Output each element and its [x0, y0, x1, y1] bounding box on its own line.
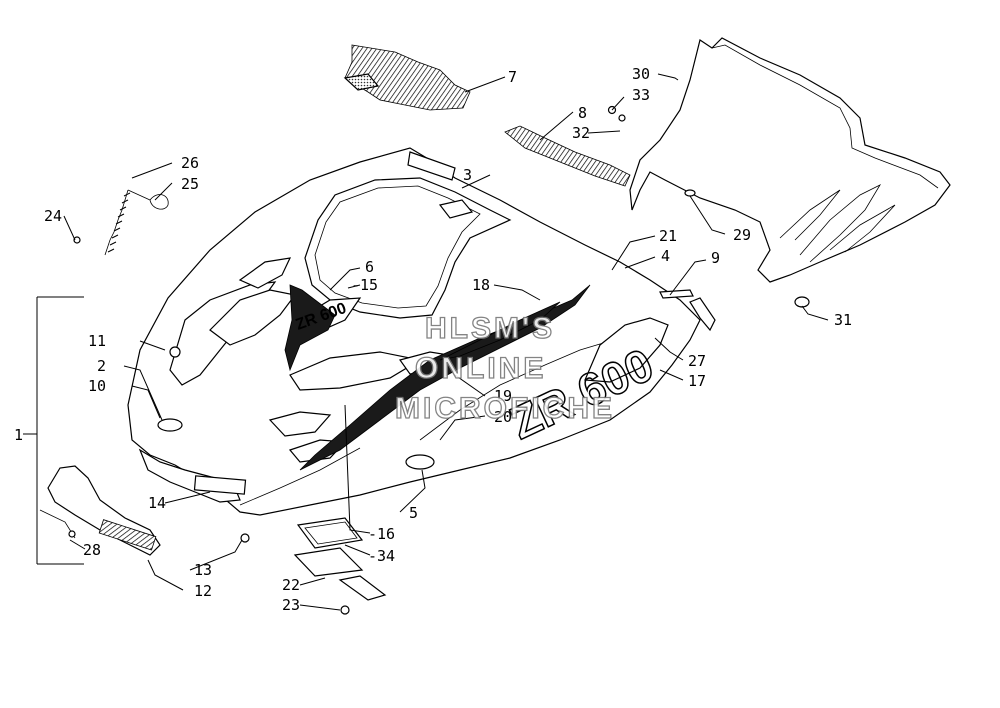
label-2: 2 [97, 357, 106, 375]
spring-parts-24-26 [104, 189, 169, 256]
label-21: 21 [659, 227, 677, 245]
label-7: 7 [508, 68, 517, 86]
label-5: 5 [409, 504, 418, 522]
label-22: 22 [282, 576, 300, 594]
label-6: 6 [365, 258, 374, 276]
watermark: HLSM'S ONLINE MICROFICHE [394, 311, 615, 425]
label-1: 1 [14, 426, 23, 444]
pad-part-22 [293, 547, 387, 601]
watermark-line-3: MICROFICHE [395, 392, 615, 425]
label-20: 20 [494, 408, 512, 426]
label-3: 3 [463, 166, 472, 184]
label-8: 8 [578, 104, 587, 122]
label-26: 26 [181, 154, 199, 172]
label-10: 10 [88, 377, 106, 395]
label-31: 31 [834, 311, 852, 329]
rivet-part-28 [39, 509, 76, 539]
label-25: 25 [181, 175, 199, 193]
label-12: 12 [194, 582, 212, 600]
label-11: 11 [88, 332, 106, 350]
windshield-part-30 [629, 37, 951, 283]
label-19: 19 [494, 387, 512, 405]
hood-vent-part-3 [407, 151, 474, 219]
label-33: 33 [632, 86, 650, 104]
label-18: 18 [472, 276, 490, 294]
watermark-line-2: ONLINE [415, 352, 546, 385]
pad-part-34 [296, 517, 364, 549]
label-30: 30 [632, 65, 650, 83]
decal-part-7 [343, 44, 471, 111]
label-15: -15 [351, 276, 378, 294]
watermark-line-1: HLSM'S [425, 312, 555, 345]
label-32: 32 [572, 124, 590, 142]
label-28: 28 [83, 541, 101, 559]
label-13: 13 [194, 561, 212, 579]
label-4: 4 [661, 247, 670, 265]
label-24: 24 [44, 207, 62, 225]
label-23: 23 [282, 596, 300, 614]
vent-strip-part-8 [504, 125, 631, 187]
small-parts [73, 105, 810, 615]
label-16: -16 [368, 525, 395, 543]
label-34: -34 [368, 547, 395, 565]
trim-part-12 [47, 465, 161, 556]
label-17: 17 [688, 372, 706, 390]
label-14: 14 [148, 494, 166, 512]
label-27: 27 [688, 352, 706, 370]
hood-part-1: ZR 600 ZR 600 [127, 147, 701, 516]
part-labels: 1 2 3 4 5 6 7 8 9 10 11 12 13 14 -15 -16… [14, 65, 852, 614]
leader-lines [23, 73, 829, 611]
label-29: 29 [733, 226, 751, 244]
label-9: 9 [711, 249, 720, 267]
